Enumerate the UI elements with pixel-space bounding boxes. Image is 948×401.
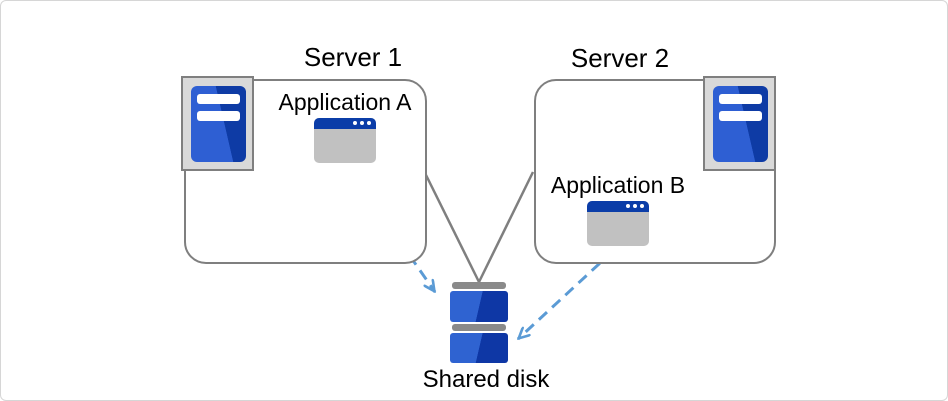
app-window-icon <box>314 118 376 163</box>
disk-platter <box>450 291 508 322</box>
application-b-label: Application B <box>550 172 686 198</box>
disk-stack-icon <box>450 282 508 363</box>
server2-label: Server 2 <box>570 43 670 73</box>
server-tower-body <box>713 86 768 162</box>
server-tower-slot <box>197 111 240 121</box>
server-tower-slot <box>197 94 240 104</box>
app-window-icon <box>587 201 649 246</box>
disk-cap <box>452 324 506 331</box>
app-window-titlebar <box>314 118 376 129</box>
shared-disk-label: Shared disk <box>422 366 550 393</box>
server-tower-slot <box>719 111 762 121</box>
window-dots-icon <box>353 121 371 125</box>
disk-cap <box>452 282 506 289</box>
app-window-titlebar <box>587 201 649 212</box>
application-b-to-disk-arrow <box>518 249 615 339</box>
disk-platter <box>450 333 508 363</box>
window-dots-icon <box>626 204 644 208</box>
server-tower-icon <box>181 76 254 171</box>
server-tower-icon <box>703 76 776 171</box>
server-tower-body <box>191 86 246 162</box>
server1-to-disk-line <box>423 172 481 283</box>
server2-to-disk-line <box>477 171 535 283</box>
server-tower-slot <box>719 94 762 104</box>
server1-label: Server 1 <box>303 42 403 72</box>
application-a-label: Application A <box>278 89 412 115</box>
